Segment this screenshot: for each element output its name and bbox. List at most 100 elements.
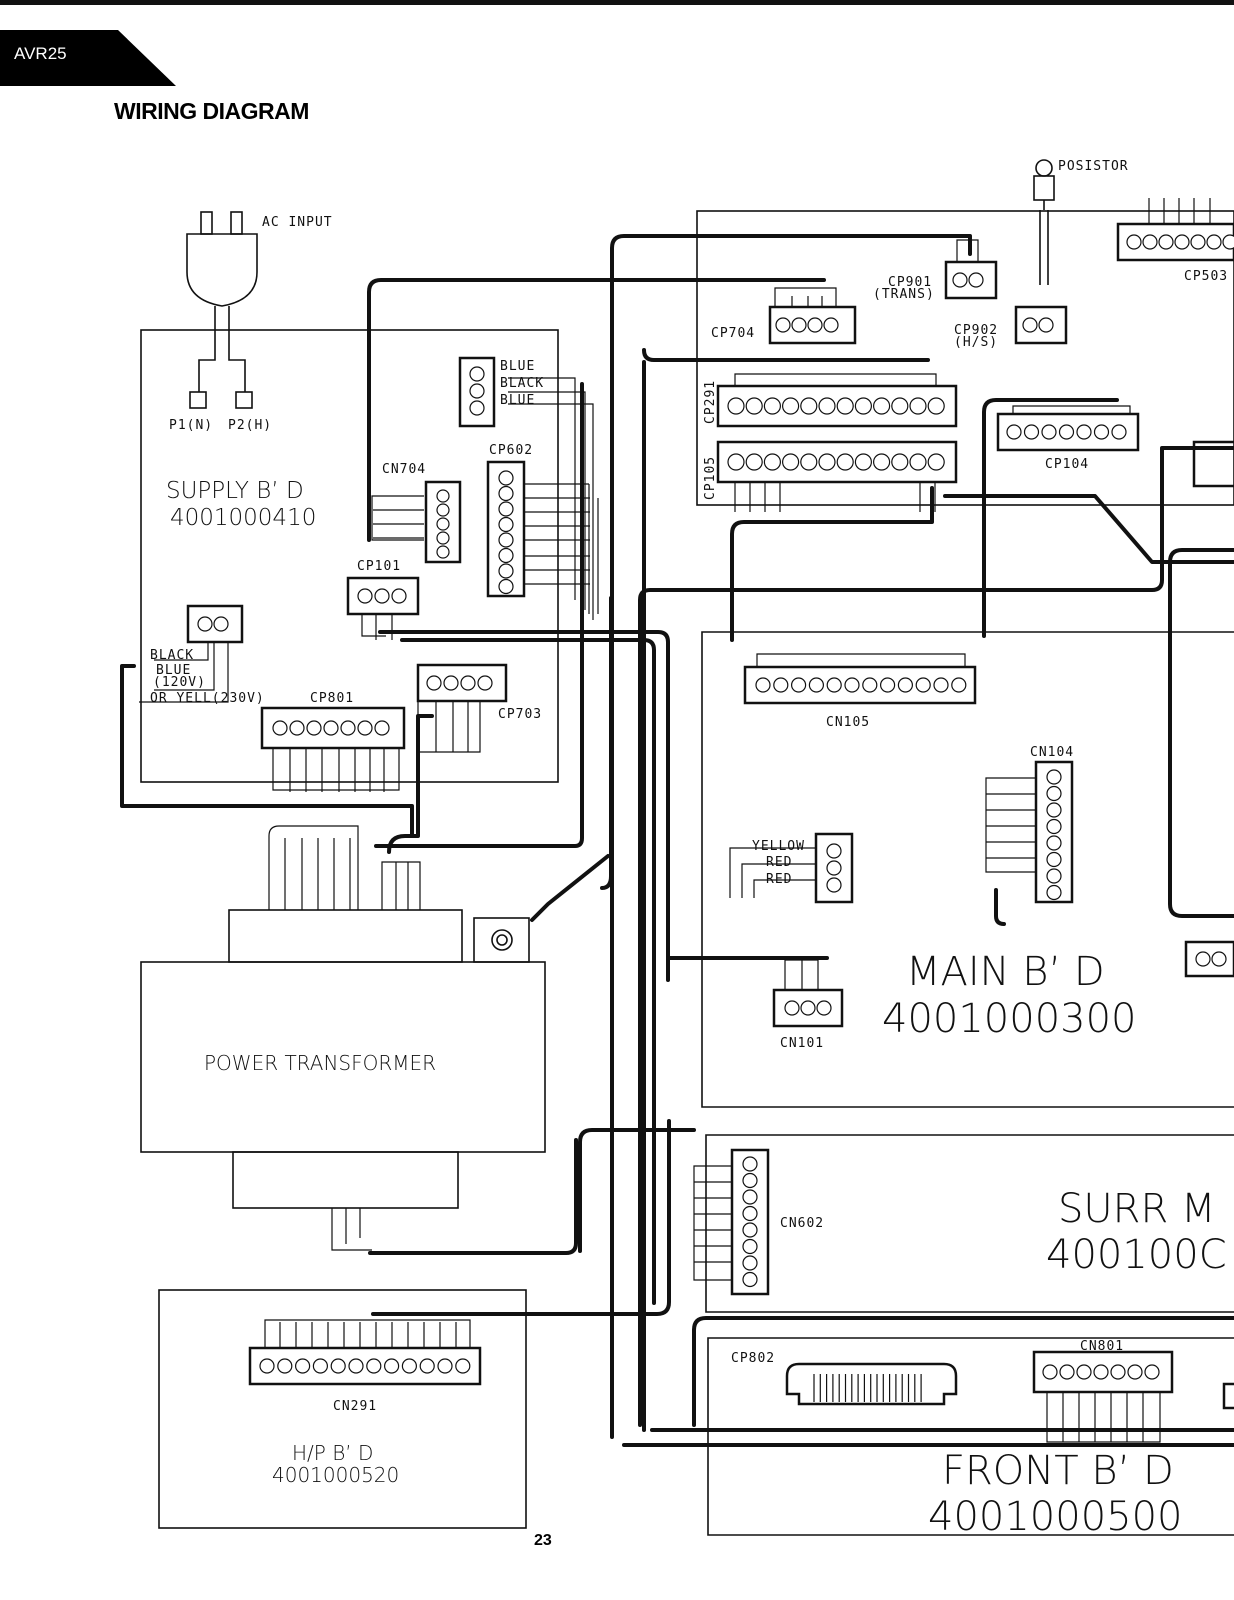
connector-pin: [436, 545, 450, 559]
connector-pin: [436, 517, 450, 531]
connector-pin: [1042, 1364, 1058, 1380]
connector-pin: [742, 1271, 758, 1288]
connector-pin: [1126, 234, 1142, 250]
cp802-label: CP802: [731, 1351, 775, 1366]
model-label: AVR25: [14, 44, 67, 63]
connector-pin: [781, 397, 800, 415]
transformer-top: [228, 909, 463, 963]
harness-wire: [982, 398, 1119, 638]
connector-pin: [1195, 951, 1211, 967]
transformer-label: POWER TRANSFORMER: [204, 1051, 436, 1075]
connector-pin: [800, 397, 818, 415]
harness-wire: [642, 348, 930, 362]
connector-pin: [742, 1156, 758, 1172]
connector-pin: [742, 1205, 758, 1222]
connector-pin: [1110, 1364, 1126, 1380]
hp-board-name: H/P B’ D: [292, 1441, 373, 1465]
connector-pin: [498, 578, 514, 595]
connector-pin: [826, 877, 842, 893]
harness-wire: [578, 1128, 696, 1253]
connector-pin: [1206, 234, 1222, 250]
connector-pin: [823, 317, 839, 333]
connector-pin: [272, 720, 288, 736]
harness-wire: [400, 638, 656, 1305]
supply-board-part: 4001000410: [170, 505, 316, 531]
connector-pin: [391, 588, 407, 604]
ac-plug-icon: [186, 233, 258, 307]
page-number: 23: [534, 1532, 552, 1549]
connector-pin: [836, 453, 854, 471]
connector-pin: [1006, 424, 1022, 440]
connector-pin: [808, 677, 825, 693]
surr-board-name: SURR M: [1058, 1186, 1215, 1232]
cp602-label: CP602: [489, 443, 533, 458]
connector-pin: [854, 453, 873, 471]
harness-wire: [368, 1138, 578, 1255]
heatsink-screw: [491, 929, 513, 951]
front-board-name: FRONT B’ D: [942, 1448, 1174, 1494]
connector-pin: [727, 397, 745, 415]
wire-label-red: RED: [766, 855, 792, 870]
cp101-label: CP101: [357, 559, 401, 574]
connector-pin: [443, 675, 459, 691]
connector-pin: [927, 397, 945, 415]
connector-pin: [436, 503, 450, 517]
connector-pin: [891, 453, 909, 471]
cn101-label: CN101: [780, 1036, 824, 1051]
harness-wire: [692, 1316, 1234, 1332]
cp901-sublabel: (TRANS): [873, 287, 935, 302]
connector-pin: [1046, 835, 1062, 851]
connector-pin: [498, 470, 514, 486]
cp901-label: CP901: [888, 275, 932, 290]
connector-pin: [909, 397, 927, 415]
connector-pin: [1142, 234, 1158, 250]
wire-label-black: BLACK: [500, 376, 544, 391]
wire-label-or-yell: OR YELL(230V): [150, 691, 265, 706]
connector-pin: [826, 860, 842, 876]
connector-pin: [1211, 951, 1227, 967]
connector-pin: [384, 1358, 400, 1374]
connector-pin: [951, 677, 967, 693]
connector-pin: [469, 400, 485, 416]
hp-board-outline: [158, 1289, 527, 1529]
connector-pin: [460, 675, 476, 691]
connector-pin: [498, 563, 514, 579]
connector-pin: [1059, 1364, 1075, 1380]
connector-pin: [1046, 868, 1062, 884]
connector-pin: [897, 677, 914, 693]
connector-pin: [781, 453, 800, 471]
connector-pin: [872, 397, 891, 415]
connector-pin: [773, 677, 789, 693]
connector-pin: [933, 677, 949, 693]
connector-pin: [1093, 1364, 1109, 1380]
connector-pin: [289, 720, 305, 736]
surr-board-outline: [705, 1134, 1234, 1313]
connector-pin: [1190, 234, 1206, 250]
connector-pin: [727, 453, 745, 471]
connector-pin: [436, 489, 450, 503]
wire-label-120v: (120V): [153, 675, 206, 690]
posistor-label: POSISTOR: [1058, 159, 1129, 174]
connector-pin: [763, 453, 782, 471]
main-board-part: 4001000300: [882, 996, 1137, 1042]
cp291-label: CP291: [703, 380, 718, 424]
connector-pin: [348, 1358, 364, 1374]
connector-pin: [1022, 317, 1038, 333]
connector-pin: [498, 547, 514, 564]
connector-pin: [1046, 851, 1062, 868]
connector-pin: [1041, 424, 1057, 440]
connector-pin: [477, 675, 493, 691]
transformer-bottom: [232, 1151, 459, 1209]
front-board-outline: [707, 1337, 1234, 1536]
connector-pin: [807, 317, 823, 333]
connector-pin: [1046, 884, 1062, 901]
connector-pin: [1158, 234, 1174, 250]
connector-pin: [927, 453, 945, 471]
connector-pin: [213, 616, 229, 632]
connector-pin: [498, 532, 514, 548]
connector-pin: [775, 317, 791, 333]
cp902-label: CP902: [954, 323, 998, 338]
connector-pin: [259, 1358, 275, 1374]
connector-pin: [1046, 802, 1062, 818]
